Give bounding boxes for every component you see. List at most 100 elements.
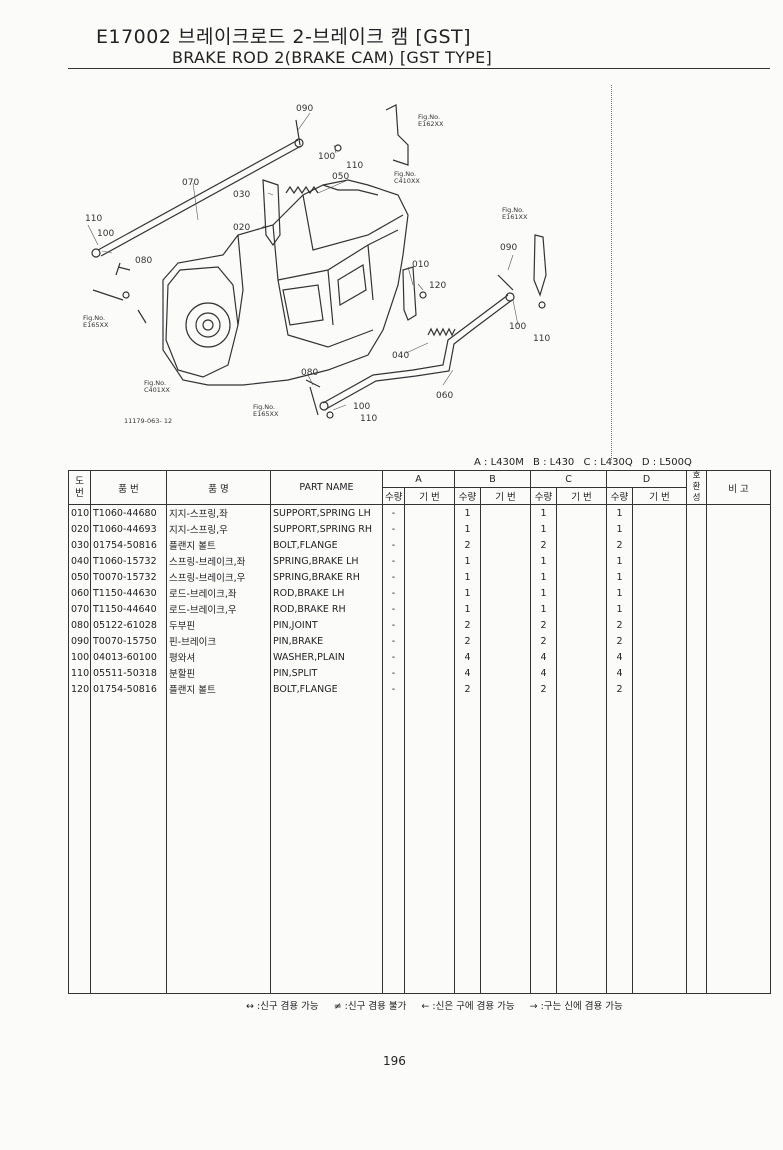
row-part-name: BOLT,FLANGE [270, 681, 383, 697]
row-part-no: T0070-15732 [90, 569, 167, 585]
row-part-no: T0070-15750 [90, 633, 167, 649]
row-base-d [632, 504, 688, 521]
row-base-c [555, 585, 608, 601]
row-interchange [686, 553, 708, 569]
col-name-kr: 품 명 [166, 470, 271, 505]
row-interchange [686, 617, 708, 633]
row-base-d [632, 617, 688, 633]
fig-ref: Fig.No. E161XX [502, 206, 528, 221]
row-qty-b: 1 [454, 521, 481, 537]
row-qty-b: 1 [454, 585, 481, 601]
row-part-name: SUPPORT,SPRING RH [270, 521, 383, 537]
row-name-kr: 로드-브레이크,좌 [166, 585, 271, 601]
row-qty-a: - [382, 601, 405, 617]
callout-020: 020 [233, 223, 251, 233]
row-remarks [706, 537, 772, 553]
row-name-kr: 두부핀 [166, 617, 271, 633]
empty-cell [555, 697, 608, 994]
fig-ref: Fig.No. E165XX [253, 403, 279, 418]
row-qty-a: - [382, 665, 405, 681]
callout-090: 090 [296, 104, 314, 114]
legend-both-ways: ↔ :신구 겸용 가능 [246, 1001, 319, 1012]
row-remarks [706, 681, 772, 697]
row-qty-d: 4 [606, 649, 634, 665]
row-base-c [555, 569, 608, 585]
row-interchange [686, 585, 708, 601]
row-qty-a: - [382, 649, 405, 665]
row-name-kr: 핀-브레이크 [166, 633, 271, 649]
callout-090: 090 [500, 243, 518, 253]
row-name-kr: 스프링-브레이크,우 [166, 569, 271, 585]
row-qty-a: - [382, 553, 405, 569]
row-base-b [480, 633, 531, 649]
row-qty-d: 2 [606, 681, 634, 697]
row-base-a [404, 553, 455, 569]
col-model-b: B [454, 470, 531, 488]
row-name-kr: 플랜지 볼트 [166, 681, 271, 697]
row-qty-d: 1 [606, 553, 634, 569]
row-qty-b: 1 [454, 569, 481, 585]
callout-040: 040 [392, 351, 410, 361]
row-no: 020 [68, 521, 91, 537]
diagram-divider [611, 85, 612, 460]
page-title-english: BRAKE ROD 2(BRAKE CAM) [GST TYPE] [172, 48, 493, 67]
row-qty-a: - [382, 521, 405, 537]
row-base-c [555, 537, 608, 553]
row-part-name: PIN,SPLIT [270, 665, 383, 681]
row-qty-c: 1 [530, 553, 557, 569]
row-qty-c: 1 [530, 521, 557, 537]
row-part-name: ROD,BRAKE RH [270, 601, 383, 617]
row-qty-a: - [382, 617, 405, 633]
col-base: 기 번 [632, 487, 688, 505]
parts-table: 도 번 품 번 품 명 PART NAME A B C D 호 환 성 비 고 … [68, 470, 772, 994]
empty-cell [68, 697, 91, 994]
transmission-housing [162, 179, 409, 386]
page-number: 196 [383, 1054, 406, 1068]
row-base-b [480, 665, 531, 681]
row-base-d [632, 521, 688, 537]
row-base-c [555, 617, 608, 633]
row-qty-b: 1 [454, 601, 481, 617]
row-base-c [555, 601, 608, 617]
callout-050: 050 [332, 172, 350, 182]
row-qty-b: 2 [454, 633, 481, 649]
parts-diagram [87, 104, 547, 419]
row-no: 080 [68, 617, 91, 633]
row-name-kr: 플랜지 볼트 [166, 537, 271, 553]
row-qty-c: 2 [530, 537, 557, 553]
col-no: 도 번 [68, 470, 91, 505]
row-qty-b: 1 [454, 504, 481, 521]
row-name-kr: 평와셔 [166, 649, 271, 665]
row-qty-c: 2 [530, 681, 557, 697]
row-qty-a: - [382, 504, 405, 521]
row-part-name: SUPPORT,SPRING LH [270, 504, 383, 521]
row-interchange [686, 537, 708, 553]
row-remarks [706, 633, 772, 649]
row-qty-d: 2 [606, 633, 634, 649]
row-base-d [632, 569, 688, 585]
row-name-kr: 스프링-브레이크,좌 [166, 553, 271, 569]
row-remarks [706, 585, 772, 601]
row-part-no: T1060-44693 [90, 521, 167, 537]
empty-cell [706, 697, 772, 994]
row-no: 050 [68, 569, 91, 585]
col-model-d: D [606, 470, 688, 488]
row-no: 010 [68, 504, 91, 521]
callout-100: 100 [353, 402, 371, 412]
page-title-korean: E17002 브레이크로드 2-브레이크 캠 [GST] [96, 26, 472, 48]
fig-ref: Fig.No. E165XX [83, 314, 109, 329]
row-part-no: T1060-15732 [90, 553, 167, 569]
col-qty: 수량 [454, 487, 481, 505]
row-base-c [555, 681, 608, 697]
row-remarks [706, 617, 772, 633]
row-remarks [706, 601, 772, 617]
row-part-no: T1150-44640 [90, 601, 167, 617]
